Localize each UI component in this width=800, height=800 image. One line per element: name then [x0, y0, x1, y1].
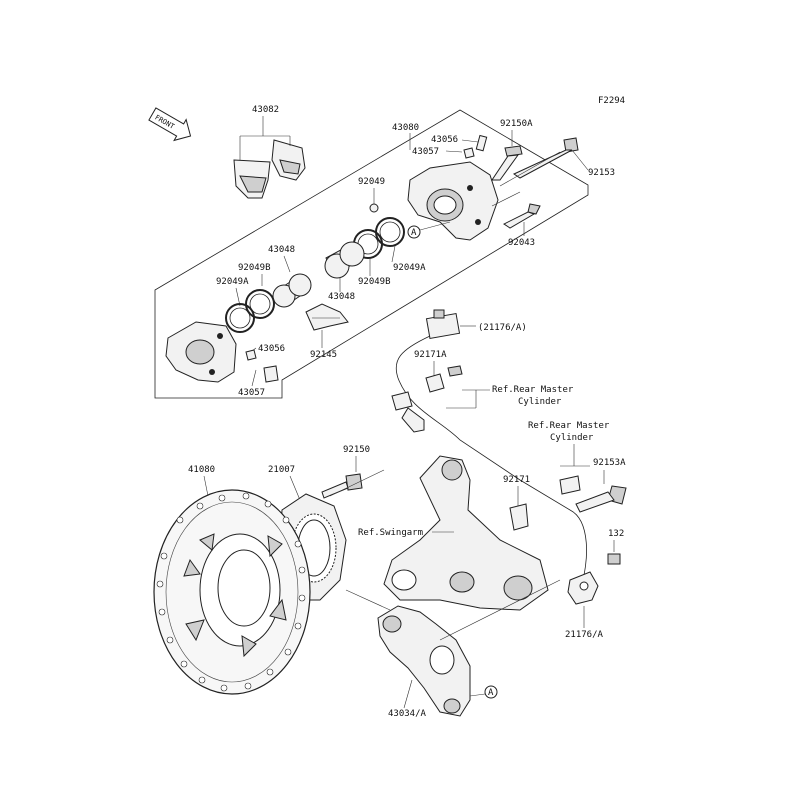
label-92049B-left: 92049B — [238, 263, 271, 273]
hose-fitting — [391, 391, 425, 433]
label-92153: 92153 — [588, 168, 615, 178]
ref-rear-master-1-line1: Ref.Rear Master — [492, 385, 574, 395]
label-92049A-left: 92049A — [216, 277, 249, 287]
swingarm — [383, 455, 549, 611]
label-92171A: 92171A — [414, 350, 447, 360]
label-92145: 92145 — [310, 350, 337, 360]
brake-pads — [233, 139, 306, 199]
label-43057-top: 43057 — [412, 147, 439, 157]
pad-spring-92145 — [305, 303, 349, 331]
figure-code: F2294 — [598, 96, 625, 106]
label-43056-top: 43056 — [431, 135, 458, 145]
ref-rear-master-2-line2: Cylinder — [550, 433, 594, 443]
label-132: 132 — [608, 529, 624, 539]
caliper-body-inner — [165, 321, 237, 383]
clamp-92171A — [425, 365, 463, 393]
ref-rear-master-2-line1: Ref.Rear Master — [528, 421, 610, 431]
abs-sensor — [567, 571, 599, 605]
piston-43048-right — [324, 241, 365, 279]
label-92171: 92171 — [503, 475, 530, 485]
caliper-body-outer — [407, 161, 499, 241]
label-43048-left: 43048 — [268, 245, 295, 255]
piston-seal-92049A-left — [225, 303, 255, 333]
pin-92043 — [503, 203, 541, 229]
label-92049B-right: 92049B — [358, 277, 391, 287]
bolt-92150 — [321, 473, 363, 499]
label-92049: 92049 — [358, 177, 385, 187]
abs-connector — [425, 309, 461, 340]
abs-sensor-cable — [395, 335, 521, 481]
bolt-92153 — [512, 137, 579, 179]
label-92150A: 92150A — [500, 119, 533, 129]
label-43057-low: 43057 — [238, 388, 265, 398]
callout-a-upper-label: A — [411, 228, 417, 238]
label-43080: 43080 — [392, 123, 419, 133]
label-43034A: 43034/A — [388, 709, 427, 719]
callout-a-upper — [407, 225, 421, 239]
caliper-assembly-boundary — [154, 109, 589, 399]
label-92153A: 92153A — [593, 458, 626, 468]
piston-seal-92049B-left — [245, 289, 275, 319]
bracket-small — [559, 475, 581, 495]
seal-92049 — [369, 203, 379, 213]
ref-swingarm: Ref.Swingarm — [358, 528, 423, 538]
bleed-valve-top — [463, 134, 488, 159]
label-43048-right: 43048 — [328, 292, 355, 302]
callout-a-lower — [484, 685, 498, 699]
ref-rear-master-1-line2: Cylinder — [518, 397, 562, 407]
label-21176A-top: (21176/A) — [478, 323, 527, 333]
piston-43048-left — [272, 273, 312, 308]
bolt-92153A — [575, 485, 627, 513]
label-92043: 92043 — [508, 238, 535, 248]
bolt-132 — [607, 553, 621, 565]
caliper-bracket — [377, 605, 471, 717]
bleed-valve-low — [245, 349, 279, 383]
label-21176A-low: 21176/A — [565, 630, 604, 640]
label-43056-low: 43056 — [258, 344, 285, 354]
callout-a-lower-label: A — [488, 688, 494, 698]
front-arrow-icon: FRONT — [148, 107, 192, 142]
clamp-92171 — [509, 503, 529, 531]
label-21007: 21007 — [268, 465, 295, 475]
piston-seal-92049A-right — [375, 217, 405, 247]
label-43082: 43082 — [252, 105, 279, 115]
label-41080: 41080 — [188, 465, 215, 475]
bolt-92150A — [491, 145, 523, 181]
label-92150: 92150 — [343, 445, 370, 455]
brake-disc-41080 — [153, 489, 311, 695]
label-92049A-right: 92049A — [393, 263, 426, 273]
